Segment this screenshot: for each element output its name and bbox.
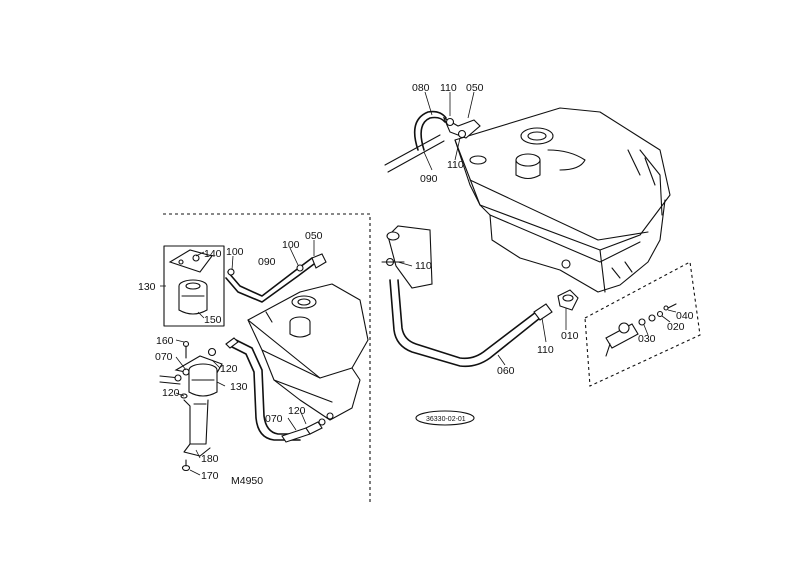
callout-060: 060 <box>497 365 515 377</box>
callout-050-left: 050 <box>305 230 323 242</box>
callout-numbers: 080 110 050 110 090 110 110 010 060 030 … <box>138 82 694 487</box>
callout-080: 080 <box>412 82 430 94</box>
fuel-filter-body <box>159 347 223 397</box>
callout-110-lower: 110 <box>537 344 554 356</box>
callout-100-b: 100 <box>282 239 300 251</box>
callout-130-left: 130 <box>138 281 156 293</box>
filter-bracket <box>180 340 211 472</box>
tank-bracket-right <box>381 225 433 289</box>
callout-140: 140 <box>204 248 222 260</box>
return-hose-top <box>384 110 481 173</box>
fuel-filter-assembly-top <box>163 245 225 327</box>
fuel-tank-left <box>247 283 369 421</box>
callout-090-top: 090 <box>420 173 438 185</box>
callout-050-top: 050 <box>466 82 484 94</box>
fuel-cock-inset <box>584 261 701 387</box>
fuel-hoses-left <box>225 337 326 443</box>
callout-110-tank: 110 <box>415 260 432 272</box>
drawing-number: 36330-02-01 <box>426 416 466 423</box>
callout-150: 150 <box>204 314 222 326</box>
feed-pipe <box>389 279 579 368</box>
fuel-tank-main <box>454 107 671 293</box>
callout-160: 160 <box>156 335 174 347</box>
callout-120-a: 120 <box>220 363 238 375</box>
callout-180: 180 <box>201 453 219 465</box>
callout-030: 030 <box>638 333 656 345</box>
leader-lines <box>160 91 677 476</box>
callout-110-top: 110 <box>440 82 457 94</box>
callout-130-filter: 130 <box>230 381 248 393</box>
callout-120-c: 120 <box>288 405 306 417</box>
callout-100-a: 100 <box>226 246 244 258</box>
callout-070-top: 070 <box>155 351 173 363</box>
callout-040: 040 <box>676 310 694 322</box>
callout-120-b: 120 <box>162 387 180 399</box>
callout-170: 170 <box>201 470 219 482</box>
callout-020: 020 <box>667 321 685 333</box>
callout-110-mid: 110 <box>447 159 464 171</box>
callout-010: 010 <box>561 330 579 342</box>
variant-inset-left <box>163 213 371 502</box>
drawing-number-stamp: 36330-02-01 <box>415 410 475 426</box>
callout-090-left: 090 <box>258 256 276 268</box>
callout-070-bottom: 070 <box>265 413 283 425</box>
model-code: M4950 <box>231 475 263 487</box>
return-hose-left <box>225 253 327 303</box>
